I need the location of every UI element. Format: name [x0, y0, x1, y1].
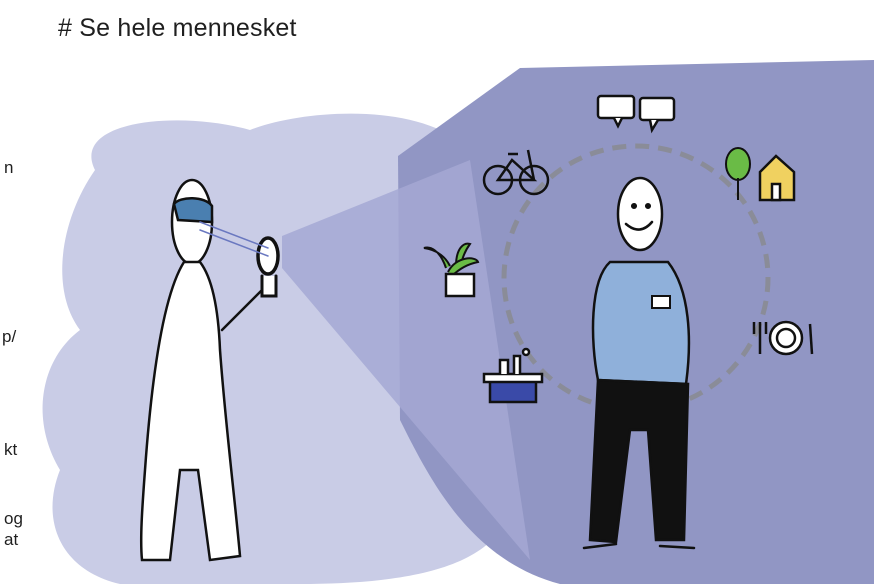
illustration [0, 0, 874, 584]
